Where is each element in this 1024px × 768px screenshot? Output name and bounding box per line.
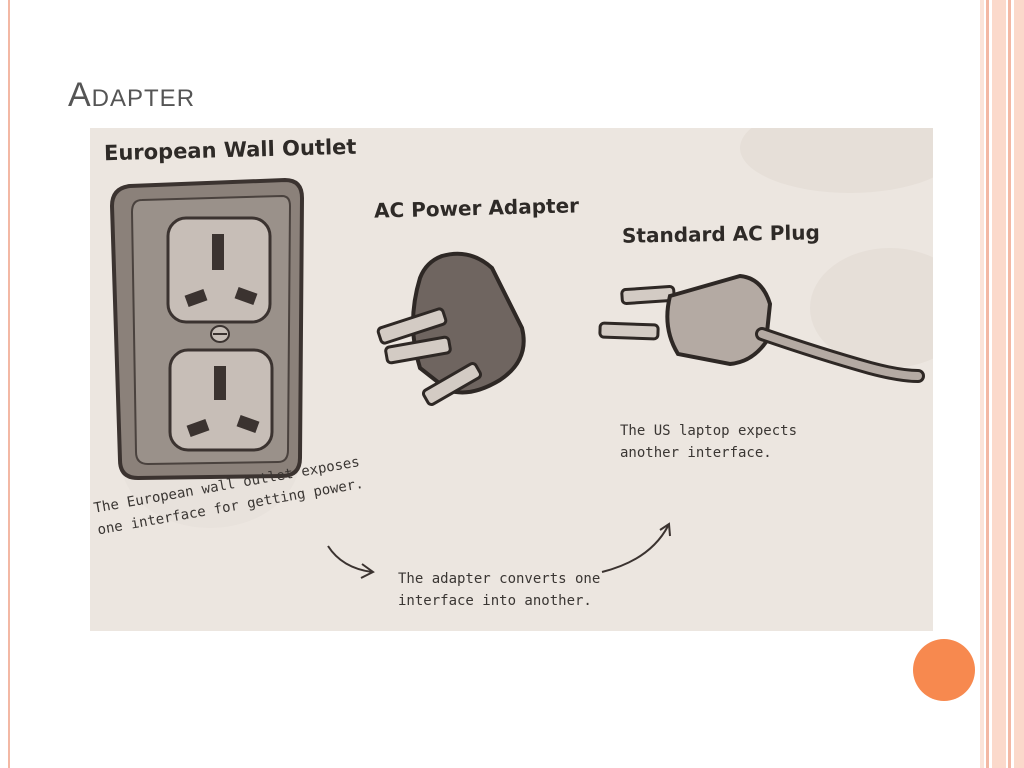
ac-plug-icon bbox=[598, 273, 925, 383]
arrow-to-adapter bbox=[327, 545, 373, 573]
adapter-illustration: European Wall Outlet AC Power Adapter St… bbox=[90, 128, 933, 631]
decorative-stripes bbox=[980, 0, 1024, 768]
adapter-note: The adapter converts one interface into … bbox=[398, 568, 600, 612]
laptop-note-line-1: The US laptop expects bbox=[620, 423, 798, 439]
laptop-note: The US laptop expects another interface. bbox=[620, 420, 797, 464]
laptop-note-line-2: another interface. bbox=[620, 445, 772, 461]
decorative-circle bbox=[913, 639, 975, 701]
arrow-to-laptop bbox=[601, 525, 669, 573]
wall-outlet-icon bbox=[109, 177, 305, 481]
slide-title: Adapter bbox=[68, 76, 196, 114]
adapter-note-line-2: interface into another. bbox=[398, 593, 592, 609]
power-adapter-icon bbox=[376, 251, 526, 406]
plug-label: Standard AC Plug bbox=[621, 220, 821, 248]
illustration-drawing bbox=[109, 128, 933, 579]
left-border-line bbox=[8, 0, 10, 768]
adapter-note-line-1: The adapter converts one bbox=[398, 571, 601, 587]
